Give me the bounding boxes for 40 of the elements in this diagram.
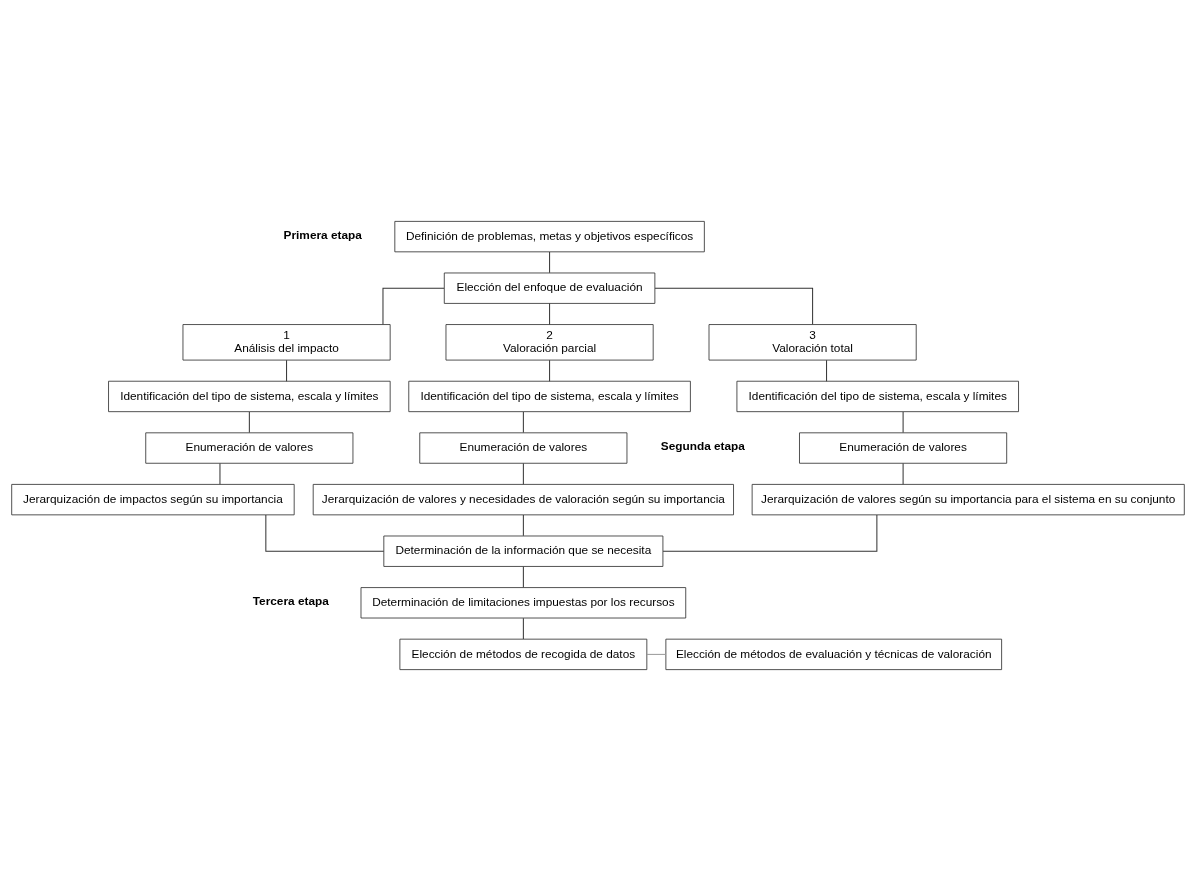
node-box: 3 Valoración total <box>708 324 917 361</box>
connector <box>654 287 814 325</box>
connector <box>549 251 551 274</box>
node-box: 2 Valoración parcial <box>445 324 654 361</box>
connector <box>522 617 524 640</box>
node-box: Jerarquización de impactos según su importancia <box>11 483 295 516</box>
node-box: Determinación de limitaciones impuestas por los recursos <box>360 587 687 619</box>
node-box: Determinación de la información que se necesita <box>383 535 664 567</box>
node-box: Elección de métodos de recogida de datos <box>399 638 648 671</box>
connector <box>646 653 667 655</box>
label: Segunda etapa <box>660 439 745 454</box>
node-box: Enumeración de valores <box>145 432 354 464</box>
node-box: Definición de problemas, metas y objetivos específicos <box>394 220 705 253</box>
connector <box>219 463 221 485</box>
node-box: Elección de métodos de evaluación y técnicas de valoración <box>665 638 1003 671</box>
connector <box>902 463 904 485</box>
connector <box>265 514 385 552</box>
connector <box>549 303 551 325</box>
node-box: Identificación del tipo de sistema, escala y límites <box>108 380 391 413</box>
node-box: Identificación del tipo de sistema, escala y límites <box>408 380 691 413</box>
connector <box>826 359 828 382</box>
connector <box>286 359 288 382</box>
connector <box>522 463 524 485</box>
node-box: Enumeración de valores <box>419 432 628 464</box>
connector <box>902 411 904 434</box>
connector <box>522 411 524 434</box>
connector <box>522 514 524 537</box>
node-box: Elección del enfoque de evaluación <box>443 272 656 304</box>
label: Primera etapa <box>283 227 362 242</box>
label: Tercera etapa <box>252 594 329 609</box>
connector <box>248 411 250 434</box>
connector <box>662 514 878 552</box>
node-box: Enumeración de valores <box>799 432 1008 464</box>
connector <box>382 287 445 325</box>
connector <box>522 566 524 588</box>
node-box: Jerarquización de valores según su importancia para el sistema en su conjunto <box>751 483 1185 516</box>
node-box: 1 Análisis del impacto <box>182 324 391 361</box>
connector <box>549 359 551 382</box>
node-box: Identificación del tipo de sistema, escala y límites <box>736 380 1019 413</box>
node-box: Jerarquización de valores y necesidades de valoración según su importancia <box>312 483 734 516</box>
